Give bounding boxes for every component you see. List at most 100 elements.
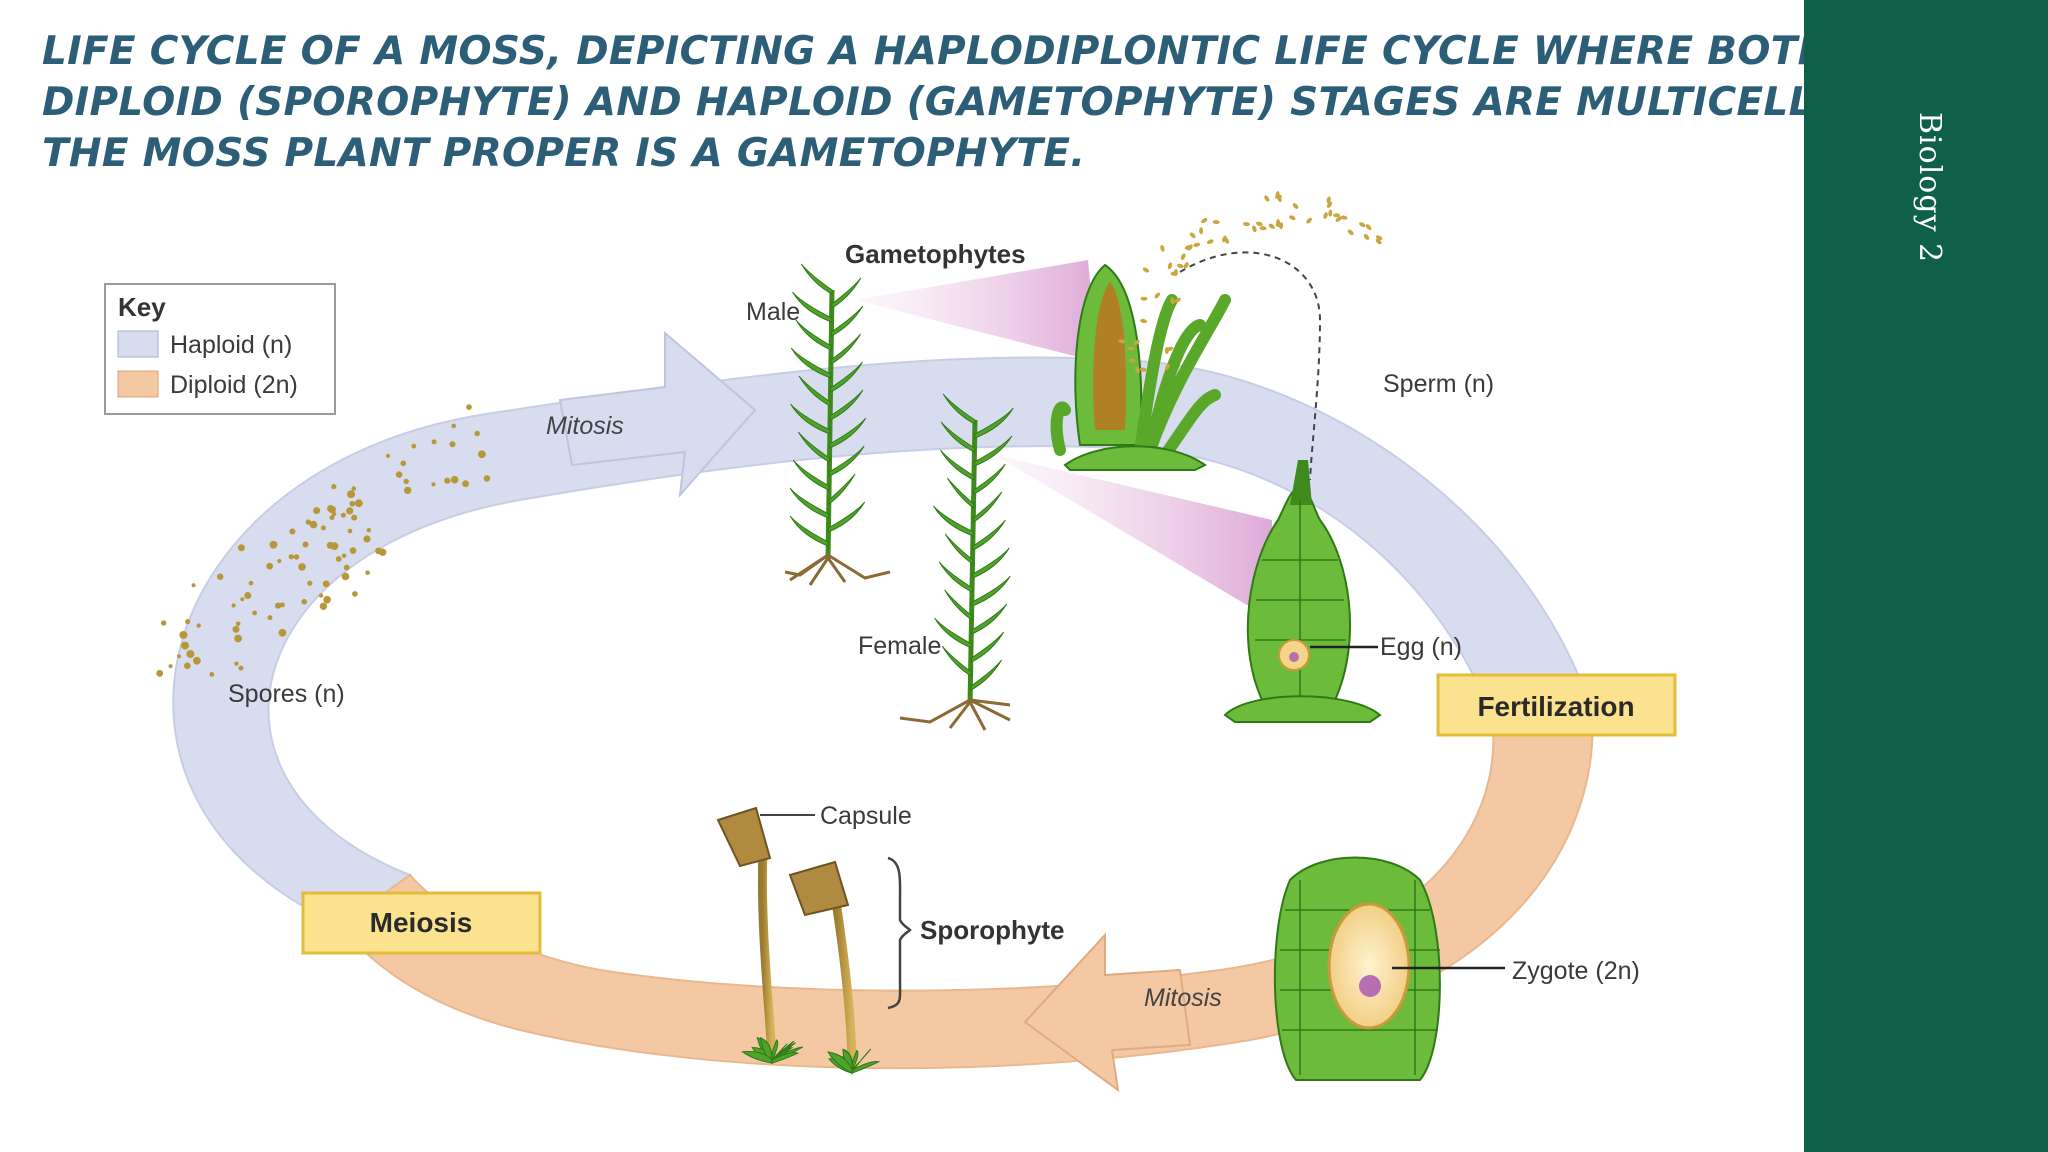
female-label: Female: [858, 632, 941, 660]
spore-dot: [449, 441, 456, 448]
moss-leaf: [828, 445, 865, 477]
moss-leaf: [800, 263, 833, 295]
spore-dot: [267, 615, 273, 621]
sperm-cell: [1140, 296, 1148, 301]
sperm-cell: [1187, 244, 1193, 251]
spore-dot: [466, 404, 472, 410]
sperm-cell: [1328, 209, 1333, 217]
antheridium-sperm-mass: [1093, 282, 1127, 430]
sperm-cell: [1135, 366, 1140, 374]
spore-dot: [184, 662, 191, 670]
antheridium: [1050, 263, 1231, 471]
moss-leaf: [972, 519, 1006, 551]
egg-label: Egg (n): [1380, 633, 1462, 661]
spore-dot: [331, 484, 337, 490]
moss-leaf: [938, 561, 973, 593]
spore-dot: [289, 528, 296, 535]
moss-leaf: [941, 645, 972, 677]
key-haploid-label: Haploid (n): [170, 331, 292, 359]
sperm-cell: [1173, 269, 1178, 277]
sperm-cell: [1335, 216, 1342, 222]
sporophyte-base-leaf: [851, 1048, 872, 1075]
capsule-left: [716, 806, 772, 868]
spore-dot: [328, 505, 337, 514]
spore-dot: [363, 535, 371, 543]
spore-dot: [431, 482, 436, 487]
sperm-cell: [1183, 262, 1189, 269]
archegonium-neck: [1290, 460, 1312, 505]
spore-dot: [177, 654, 181, 659]
moss-leaf: [790, 403, 831, 435]
spore-dot: [341, 553, 347, 558]
spore-dot: [217, 573, 224, 580]
spore-dot: [462, 480, 469, 488]
spore-dot: [305, 519, 311, 525]
moss-leaf: [973, 463, 1006, 495]
archegonium-cells: [1255, 500, 1346, 700]
spore-dot: [307, 580, 313, 586]
moss-leaf: [942, 393, 976, 425]
key-swatch-haploid: [117, 330, 159, 358]
sperm-cell: [1292, 203, 1299, 209]
title-line-2: DIPLOID (SPOROPHYTE) AND HAPLOID (GAMETO…: [42, 80, 1946, 125]
spore-dot: [248, 580, 254, 586]
spore-dot: [240, 597, 245, 602]
moss-leaf: [974, 407, 1014, 439]
sperm-cell: [1180, 253, 1186, 260]
sperm-cell: [1189, 232, 1196, 239]
female-plant-leaves: [933, 393, 1014, 691]
moss-leaf: [798, 375, 831, 407]
moss-leaf: [831, 277, 862, 309]
capsule-label: Capsule: [820, 802, 912, 830]
spore-dot: [329, 515, 335, 520]
spore-dot: [168, 664, 173, 669]
spore-dot: [193, 656, 201, 665]
spore-dot: [275, 602, 282, 609]
sidebar: [1804, 0, 2048, 1152]
key-title: Key: [118, 292, 166, 322]
spore-dot: [269, 540, 278, 549]
moss-leaf: [827, 501, 866, 533]
moss-leaf: [830, 361, 863, 393]
male-plant-rhizoids: [784, 553, 891, 586]
spore-dot: [302, 541, 309, 548]
moss-leaf: [970, 631, 1005, 663]
sporophyte-bracket: [887, 856, 912, 1010]
sperm-cell: [1323, 212, 1328, 219]
sperm-cell: [1167, 262, 1173, 270]
sperm-cell: [1199, 227, 1204, 235]
spore-dot: [365, 570, 370, 575]
male-gametophyte-plant: [784, 263, 891, 586]
spore-dot: [483, 475, 491, 482]
spore-dot: [277, 558, 282, 564]
spore-dot: [309, 520, 318, 529]
moss-leaf: [828, 473, 856, 505]
spore-dot: [354, 499, 363, 508]
moss-leaf: [795, 319, 832, 351]
sidebar-label: Biology 2: [1912, 112, 1947, 264]
sperm-cell: [1363, 233, 1370, 240]
female-magnification-fan: [995, 455, 1272, 620]
sperm-cell: [1259, 226, 1267, 231]
sporophyte-base-gametophyte: [741, 1036, 881, 1075]
moss-leaf: [944, 533, 974, 565]
sperm-cell: [1306, 217, 1312, 224]
meiosis-label: Meiosis: [370, 907, 473, 938]
spore-dot: [301, 598, 308, 605]
archegonium-base: [1223, 695, 1382, 723]
spore-dot: [450, 475, 459, 484]
spore-dot: [313, 507, 321, 515]
moss-leaf: [933, 505, 974, 537]
moss-leaf: [973, 435, 1013, 467]
key-diploid-label: Diploid (2n): [170, 371, 298, 399]
sperm-cell: [1359, 222, 1366, 228]
spore-dot: [411, 443, 417, 449]
fertilization-label: Fertilization: [1477, 691, 1634, 722]
spore-dot: [209, 672, 215, 677]
moss-leaf: [792, 291, 833, 323]
male-plant-leaves: [789, 263, 867, 547]
sperm-cell: [1340, 215, 1348, 220]
slide-title: LIFE CYCLE OF A MOSS, DEPICTING A HAPLOD…: [42, 26, 1946, 179]
moss-leaf: [789, 515, 829, 547]
